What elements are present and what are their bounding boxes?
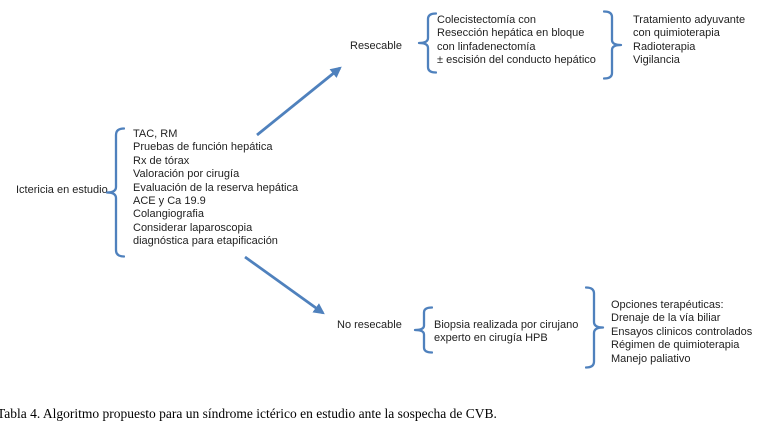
surgery-line: con linfadenectomía [437, 40, 536, 53]
adjuvant-line: Vigilancia [633, 54, 680, 67]
surgery-line: ± escisión del conducto hepático [437, 54, 596, 67]
adjuvant-options-list: Tratamiento adyuvante con quimioterapia … [633, 14, 745, 68]
arrow-to-resecable-icon [256, 66, 342, 137]
diagnostic-line: Evaluación de la reserva hepática [133, 181, 299, 194]
option-line: Opciones terapéuticas: [611, 299, 724, 311]
therapeutic-options-list: Opciones terapéuticas: Drenaje de la vía… [611, 299, 752, 366]
arrow-to-no-resecable-icon [244, 255, 325, 315]
brace-left-icon [105, 127, 125, 258]
adjuvant-line: Tratamiento adyuvante [633, 14, 746, 26]
diagnostic-line: Colangiografia [133, 208, 204, 221]
brace-left-icon [413, 306, 433, 354]
brace-left-icon [417, 12, 437, 74]
surgery-line: Resección hepática en bloque [437, 27, 585, 40]
brace-right-icon [585, 286, 605, 369]
option-line: Régimen de quimioterapia [611, 339, 740, 352]
figure-caption: Tabla 4. Algoritmo propuesto para un sín… [0, 406, 497, 421]
diagnostic-line: Considerar laparoscopia [133, 221, 253, 234]
brace-right-icon [603, 10, 623, 80]
option-line: Ensayos clinicos controlados [611, 325, 753, 338]
diagnostic-line: diagnóstica para etapificación [133, 235, 278, 248]
diagnostic-line: ACE y Ca 19.9 [133, 195, 206, 208]
diagnostic-line: Pruebas de función hepática [133, 141, 273, 154]
diagnostic-line: TAC, RM [133, 128, 178, 140]
no-resecable-label: No resecable [337, 319, 402, 331]
option-line: Manejo paliativo [611, 352, 691, 365]
option-line: Drenaje de la vía biliar [611, 312, 721, 325]
adjuvant-line: con quimioterapia [633, 27, 720, 40]
surgery-block: Colecistectomía con Resección hepática e… [437, 14, 596, 68]
resecable-label: Resecable [350, 40, 402, 52]
diagnostic-line: Valoración por cirugía [133, 168, 240, 181]
root-label: Ictericia en estudio [16, 184, 108, 196]
biopsy-block: Biopsia realizada por cirujano experto e… [434, 319, 578, 346]
biopsy-line: Biopsia realizada por cirujano [434, 319, 579, 331]
diagnostics-list: TAC, RM Pruebas de función hepática Rx d… [133, 128, 298, 249]
diagnostic-line: Rx de tórax [133, 154, 190, 167]
biopsy-line: experto en cirugía HPB [434, 332, 548, 345]
adjuvant-line: Radioterapia [633, 40, 696, 53]
surgery-line: Colecistectomía con [437, 14, 537, 26]
